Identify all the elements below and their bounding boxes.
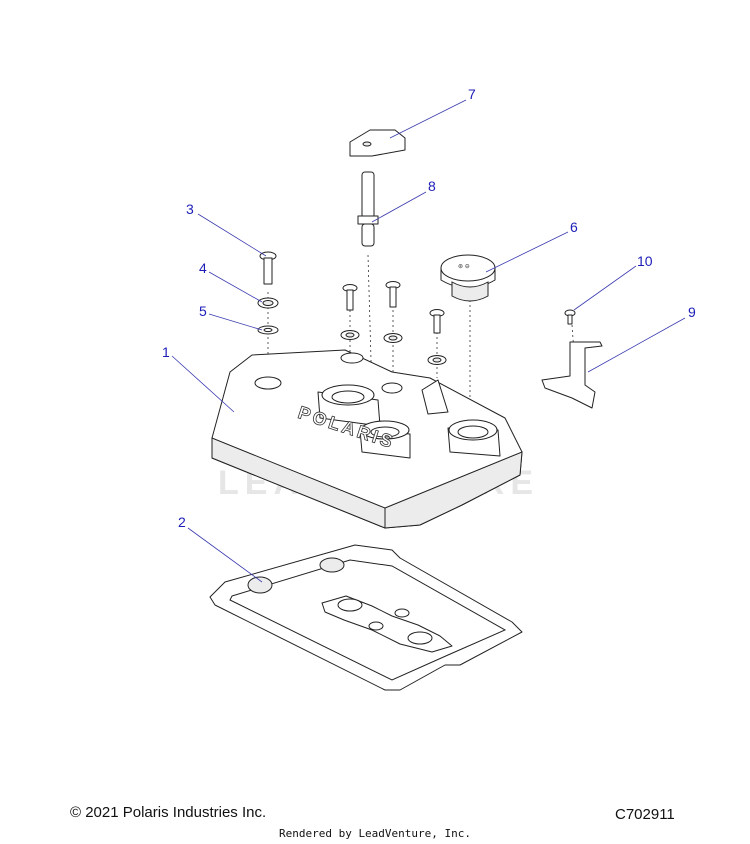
- rendered-by-text: Rendered by LeadVenture, Inc.: [278, 827, 472, 840]
- callout-3: 3: [186, 201, 194, 217]
- diagram-id-text: C702911: [615, 806, 675, 823]
- bolt-part: [259, 251, 277, 285]
- seal-washer-part: [257, 297, 279, 309]
- callout-7: 7: [468, 86, 476, 102]
- callout-4: 4: [199, 260, 207, 276]
- callout-9: 9: [688, 304, 696, 320]
- bracket-part: [541, 341, 603, 409]
- callout-10: 10: [637, 253, 653, 269]
- callout-labels: 1 2 3 4 5 6 7 8 9 10: [162, 86, 696, 530]
- valve-cover-part: POLARIS: [211, 349, 523, 529]
- oil-cap-part: ⊛ ⊖: [440, 254, 496, 302]
- additional-bolts: [340, 281, 447, 365]
- callout-6: 6: [570, 219, 578, 235]
- callout-5: 5: [199, 303, 207, 319]
- flat-washer-part: [257, 325, 279, 335]
- small-screw-part: [564, 309, 576, 325]
- callout-8: 8: [428, 178, 436, 194]
- leader-lines: [171, 99, 686, 583]
- callout-1: 1: [162, 344, 170, 360]
- copyright-text: © 2021 Polaris Industries Inc.: [70, 804, 267, 821]
- breather-cap-part: [349, 129, 406, 157]
- breather-tube-part: [357, 171, 379, 247]
- gasket-part: [209, 544, 523, 691]
- callout-2: 2: [178, 514, 186, 530]
- svg-text:⊛ ⊖: ⊛ ⊖: [458, 264, 470, 270]
